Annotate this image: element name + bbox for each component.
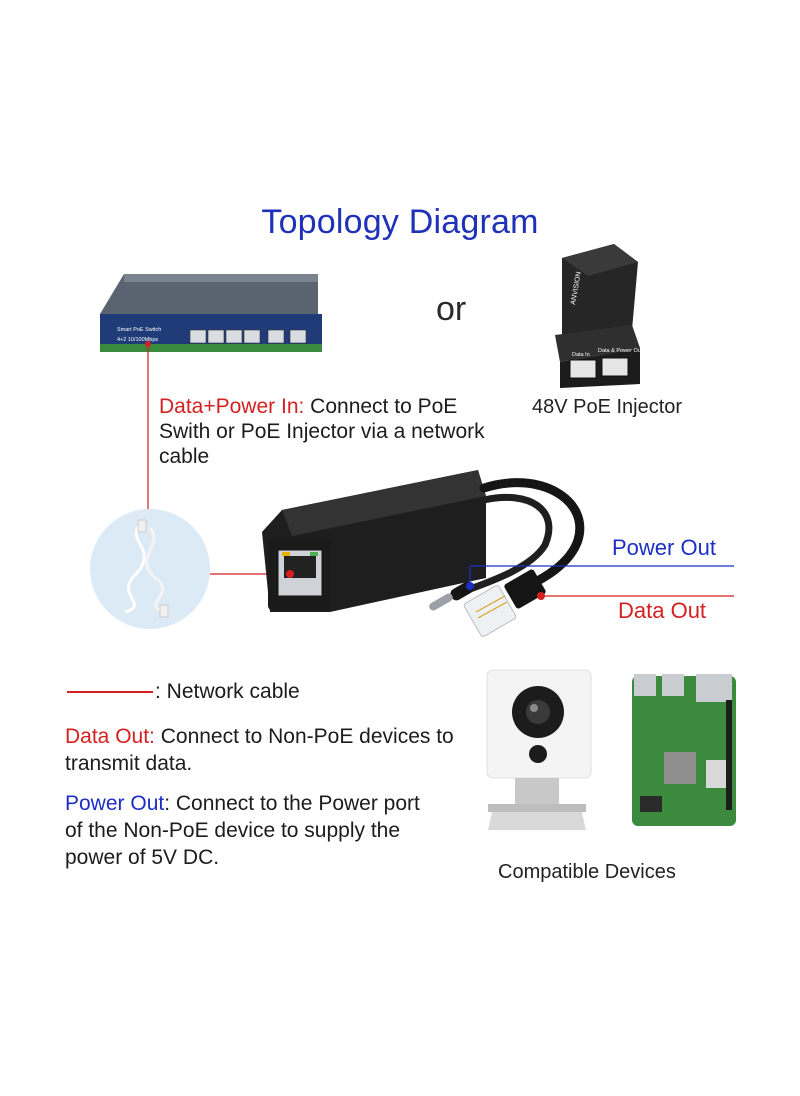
diagram-title: Topology Diagram (261, 203, 539, 241)
compatible-devices-caption: Compatible Devices (498, 861, 676, 883)
poe-injector: Data In Data & Power Out ANVISION (555, 244, 643, 388)
data-out-desc-label: Data Out: (65, 725, 155, 748)
power-out-desc-text: : Connect to the Power port of the Non-P… (65, 792, 420, 869)
network-cable-image (90, 509, 210, 629)
legend-text: : Network cable (155, 680, 300, 703)
power-cable (458, 493, 553, 596)
switch-speed: 4+2 10/100Mbps (117, 337, 158, 343)
poe-switch: Smart PoE Switch 4+2 10/100Mbps (100, 274, 322, 352)
injector-caption: 48V PoE Injector (532, 396, 683, 418)
switch-label: Smart PoE Switch (117, 327, 161, 333)
data-out-label: Data Out (618, 598, 707, 623)
camera-device-image (486, 669, 592, 830)
or-text: or (436, 290, 467, 328)
legend-red-line (67, 691, 153, 694)
data-out-description: Data Out: Connect to Non-PoE devices to … (65, 723, 465, 777)
data-power-in-label: Data+Power In: (159, 395, 305, 418)
data-cable (479, 478, 585, 591)
data-out-desc-text: Connect to Non-PoE devices to transmit d… (65, 725, 454, 775)
legend-network-cable: : Network cable (67, 680, 300, 704)
power-out-marker (466, 582, 474, 590)
power-out-desc-label: Power Out (65, 792, 165, 815)
data-out-marker (537, 592, 545, 600)
data-power-in-text: Connect to PoE Swith or PoE Injector via… (159, 395, 485, 468)
power-out-description: Power Out: Connect to the Power port of … (65, 790, 435, 871)
raspberry-pi-image (632, 674, 736, 826)
power-out-label: Power Out (612, 535, 716, 560)
rj45-plug (463, 569, 546, 637)
injector-port-in-label: Data In (572, 352, 590, 358)
data-power-in-description: Data+Power In: Connect to PoE Swith or P… (159, 394, 499, 469)
poe-splitter (262, 470, 486, 612)
injector-port-label: Data & Power Out (598, 348, 643, 354)
